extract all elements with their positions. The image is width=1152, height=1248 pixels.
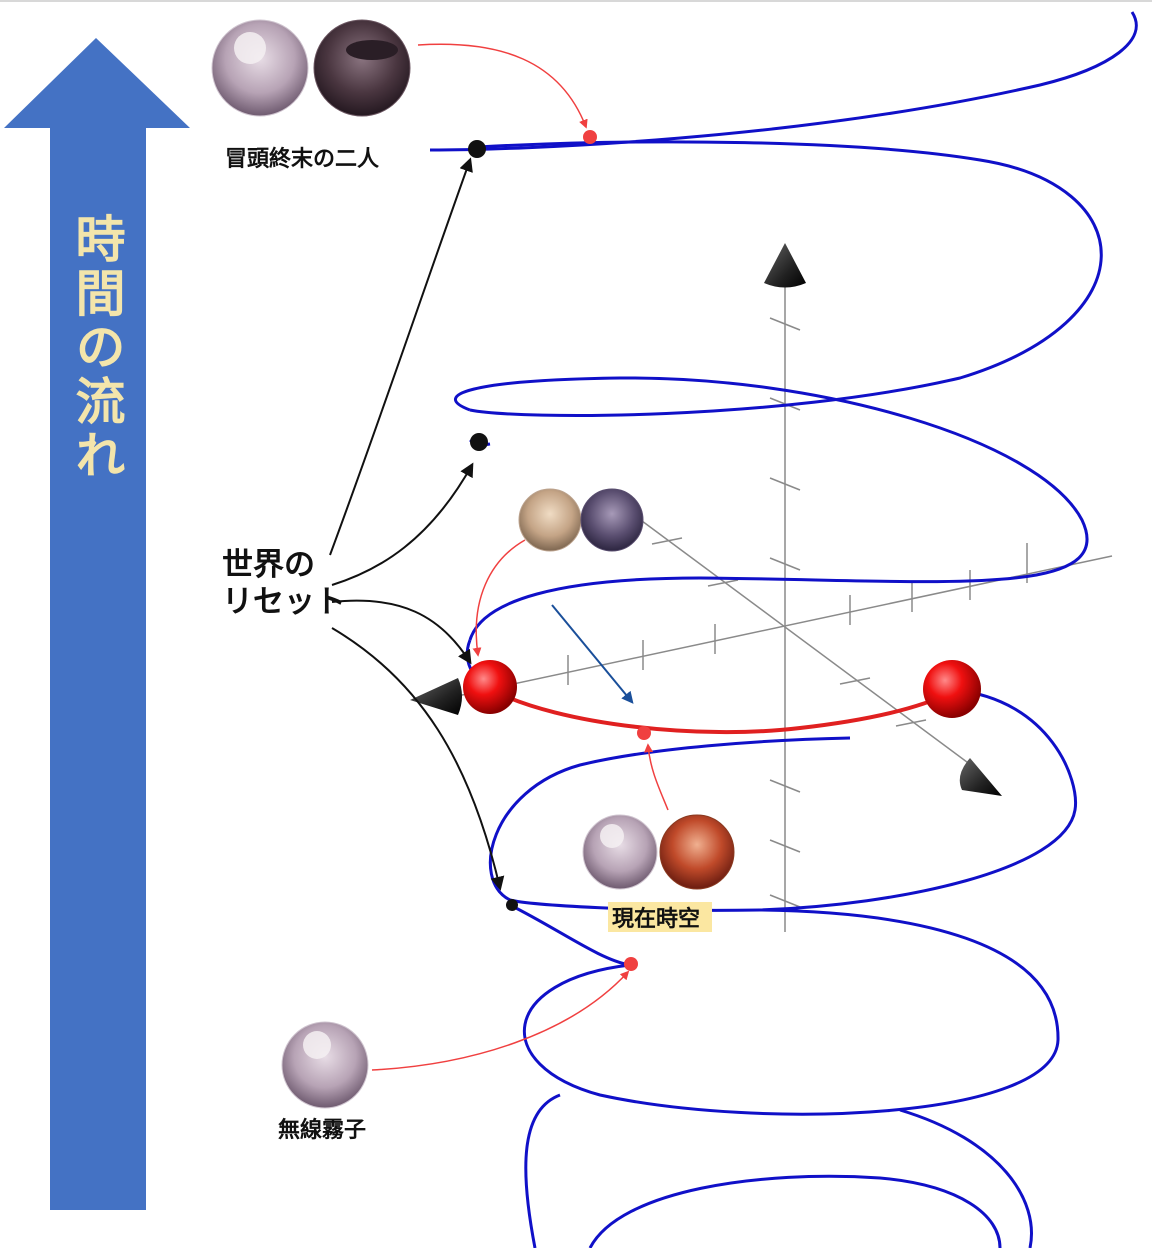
annotation-arrow-bottom bbox=[371, 970, 630, 1071]
silver-hair-girl-avatar bbox=[211, 19, 309, 117]
reset-arrow-bottom bbox=[331, 627, 505, 891]
reset-arrow-loop2 bbox=[331, 462, 474, 586]
red-sphere-left bbox=[463, 660, 517, 714]
annotation-arrow-middle bbox=[472, 539, 526, 657]
helix-loop-3-left bbox=[488, 736, 851, 902]
helix-loop-3-right bbox=[509, 688, 1078, 912]
helix-loop-4-b bbox=[509, 903, 631, 967]
direction-arrow bbox=[551, 604, 634, 704]
time-flow-label: 時間の流れ bbox=[68, 213, 127, 483]
node-top bbox=[468, 140, 486, 158]
helix-loop-5-b bbox=[899, 1108, 1033, 1248]
helix-top-back bbox=[469, 140, 1103, 417]
current-ring bbox=[491, 688, 953, 735]
marker-top bbox=[583, 130, 597, 144]
red-hair-avatar bbox=[659, 814, 735, 890]
dark-hat-girl-avatar bbox=[313, 19, 411, 117]
purple-hair-avatar bbox=[580, 488, 644, 552]
helix-loop-6 bbox=[588, 1174, 1002, 1248]
label-muxian-kiriko: 無線霧子 bbox=[278, 1117, 366, 1143]
current-spacetime-highlight bbox=[608, 902, 712, 932]
reset-arrow-top bbox=[329, 157, 473, 556]
annotation-arrow-current bbox=[644, 743, 669, 811]
vertical-axis-cone bbox=[764, 243, 806, 288]
avatar-group-opening-pair bbox=[211, 19, 411, 117]
helix-loop-2 bbox=[453, 376, 1089, 641]
label-current-spacetime: 現在時空 bbox=[612, 906, 700, 932]
depth-axis-ticks bbox=[651, 537, 927, 727]
annotation-arrow-top bbox=[417, 43, 588, 129]
helix bbox=[429, 11, 1138, 1248]
helix-loop-5 bbox=[524, 1093, 561, 1248]
label-reset-line1: 世界の bbox=[222, 547, 315, 583]
red-sphere-right bbox=[923, 660, 981, 718]
depth-axis-cone bbox=[959, 758, 1002, 796]
avatar-group-muxian-kiriko bbox=[281, 1021, 369, 1109]
time-flow-arrow: 時間の流れ bbox=[4, 38, 190, 1210]
reset-arrow-current bbox=[331, 599, 472, 665]
axes bbox=[447, 285, 1113, 932]
node-loop3 bbox=[506, 899, 518, 911]
label-opening-pair: 冒頭終末の二人 bbox=[225, 146, 379, 172]
depth-axis bbox=[637, 517, 976, 769]
label-reset-line2: リセット bbox=[222, 584, 346, 620]
avatar-group-top-middle-pair bbox=[518, 488, 644, 552]
horizontal-axis-ticks bbox=[567, 543, 1028, 685]
axis-cones bbox=[410, 243, 1002, 796]
red-annotations bbox=[371, 43, 669, 1071]
helix-loop-4 bbox=[522, 908, 1060, 1116]
light-brown-hair-avatar bbox=[518, 488, 582, 552]
helix-top-loop bbox=[429, 11, 1138, 152]
horizontal-axis-cone bbox=[410, 678, 462, 715]
avatar-group-current-pair bbox=[582, 814, 735, 890]
node-loop2 bbox=[470, 433, 488, 451]
marker-bottom bbox=[624, 957, 638, 971]
marker-current bbox=[637, 726, 651, 740]
reset-arrows bbox=[329, 157, 505, 891]
silver-hair-girl-avatar bbox=[582, 814, 658, 890]
